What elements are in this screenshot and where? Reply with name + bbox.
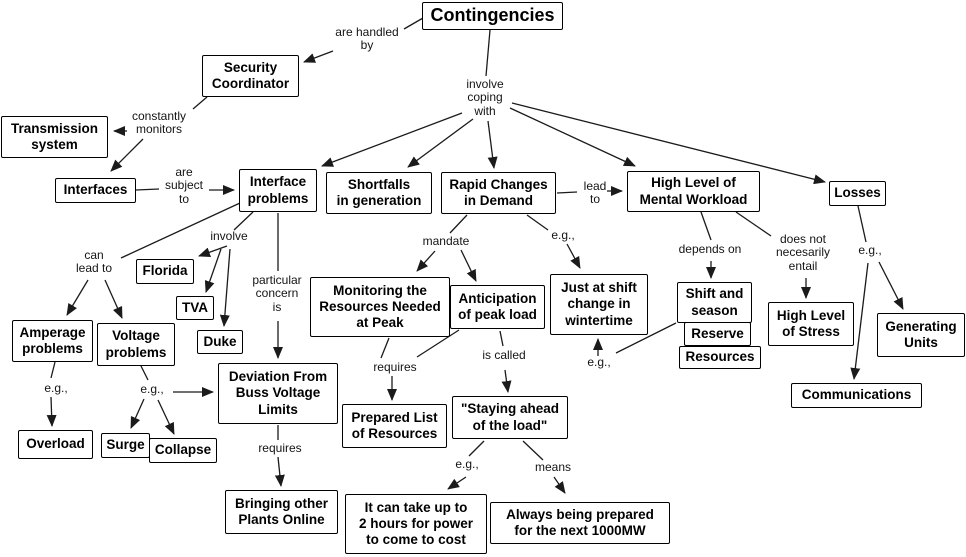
link-label-means[interactable]: means: [534, 460, 572, 474]
node-resources[interactable]: Resources: [679, 346, 761, 369]
link-label-mandate[interactable]: mandate: [422, 234, 470, 248]
node-shift-and-season[interactable]: Shift and season: [677, 282, 752, 323]
node-florida[interactable]: Florida: [136, 259, 194, 284]
node-prepared-list-of-resources[interactable]: Prepared List of Resources: [342, 404, 447, 448]
link-label-does-not-necessarily-entail[interactable]: does not necesarily entail: [775, 232, 831, 273]
node-always-being-prepared-next-1000mw[interactable]: Always being prepared for the next 1000M…: [490, 502, 670, 544]
node-staying-ahead-of-the-load[interactable]: "Staying ahead of the load": [452, 396, 568, 439]
link-label-eg-voltage[interactable]: e.g.,: [140, 382, 164, 396]
node-collapse[interactable]: Collapse: [149, 438, 217, 463]
link-label-requires-deviation[interactable]: requires: [258, 441, 302, 455]
node-shortfalls-in-generation[interactable]: Shortfalls in generation: [326, 172, 432, 214]
link-label-is-called[interactable]: is called: [482, 348, 526, 362]
link-label-depends-on[interactable]: depends on: [678, 242, 742, 256]
link-label-constantly-monitors[interactable]: constantly monitors: [131, 109, 187, 137]
link-label-particular-concern-is[interactable]: particular concern is: [252, 273, 302, 314]
link-label-are-handled-by[interactable]: are handled by: [335, 25, 399, 53]
node-losses[interactable]: Losses: [829, 181, 886, 206]
node-overload[interactable]: Overload: [18, 430, 93, 459]
node-rapid-changes-in-demand[interactable]: Rapid Changes in Demand: [441, 172, 556, 214]
node-voltage-problems[interactable]: Voltage problems: [97, 323, 175, 366]
node-interfaces[interactable]: Interfaces: [55, 178, 136, 203]
node-it-can-take-up-to-2-hours[interactable]: It can take up to 2 hours for power to c…: [345, 494, 487, 554]
node-just-at-shift-change-in-wintertime[interactable]: Just at shift change in wintertime: [550, 274, 648, 335]
link-label-involve-coping-with[interactable]: involve coping with: [466, 77, 504, 118]
node-bringing-other-plants-online[interactable]: Bringing other Plants Online: [225, 490, 338, 534]
node-tva[interactable]: TVA: [176, 296, 214, 320]
node-high-level-of-mental-workload[interactable]: High Level of Mental Workload: [627, 171, 760, 212]
link-label-eg-losses[interactable]: e.g.,: [858, 243, 882, 257]
node-amperage-problems[interactable]: Amperage problems: [12, 320, 93, 362]
node-duke[interactable]: Duke: [197, 330, 243, 354]
link-label-eg-rapid-changes[interactable]: e.g.,: [551, 228, 575, 242]
node-monitoring-resources-needed-at-peak[interactable]: Monitoring the Resources Needed at Peak: [310, 277, 450, 337]
node-transmission-system[interactable]: Transmission system: [1, 116, 108, 158]
node-anticipation-of-peak-load[interactable]: Anticipation of peak load: [450, 285, 545, 329]
node-generating-units[interactable]: Generating Units: [877, 313, 965, 357]
node-interface-problems[interactable]: Interface problems: [239, 169, 317, 212]
node-contingencies[interactable]: Contingencies: [422, 2, 563, 30]
link-label-eg-wintertime[interactable]: e.g.,: [587, 355, 611, 369]
link-label-eg-staying-ahead[interactable]: e.g.,: [455, 457, 479, 471]
link-label-can-lead-to[interactable]: can lead to: [75, 248, 113, 276]
node-security-coordinator[interactable]: Security Coordinator: [202, 55, 299, 97]
node-reserve[interactable]: Reserve: [684, 322, 751, 346]
node-surge[interactable]: Surge: [101, 433, 150, 458]
link-label-lead-to[interactable]: lead to: [583, 179, 607, 207]
connectors: [46, 17, 904, 494]
link-label-are-subject-to[interactable]: are subject to: [164, 165, 204, 206]
link-label-involve[interactable]: involve: [210, 229, 248, 243]
node-deviation-from-buss-voltage-limits[interactable]: Deviation From Buss Voltage Limits: [218, 363, 338, 424]
link-label-requires-monitoring[interactable]: requires: [373, 360, 417, 374]
link-label-eg-amperage[interactable]: e.g.,: [44, 381, 68, 395]
node-communications[interactable]: Communications: [791, 383, 922, 408]
node-high-level-of-stress[interactable]: High Level of Stress: [768, 302, 854, 346]
